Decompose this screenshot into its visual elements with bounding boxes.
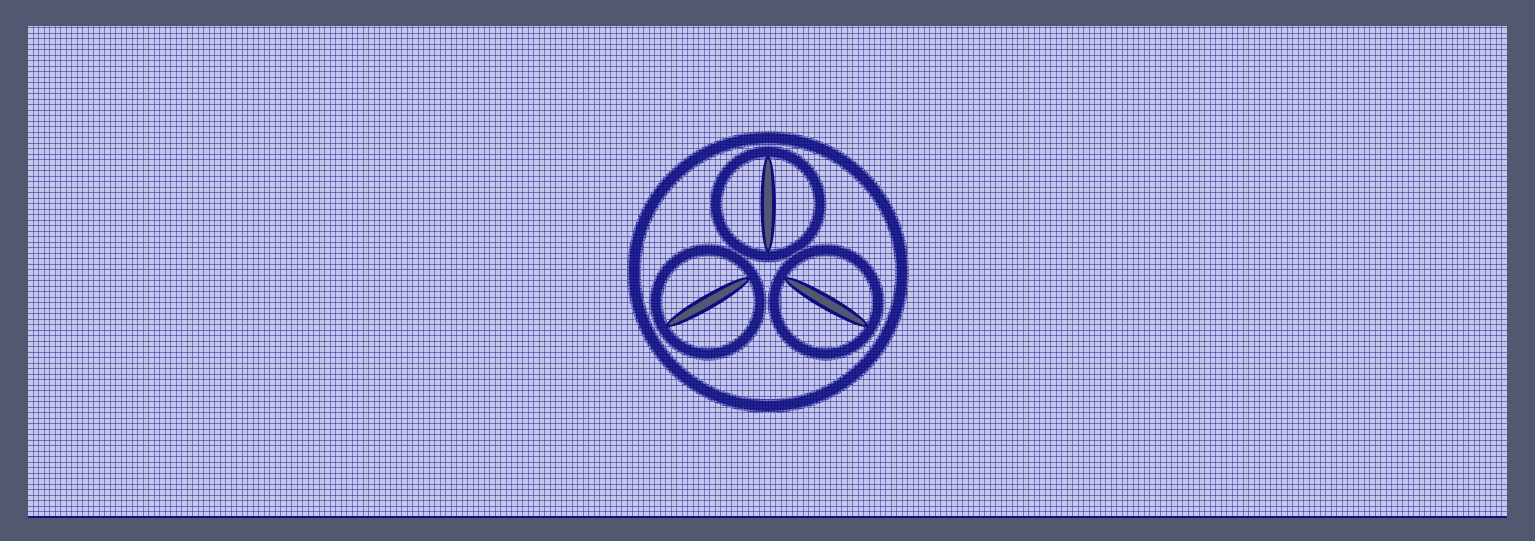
rotor-2 <box>649 243 767 361</box>
outer-refinement-ring <box>627 131 909 413</box>
blade <box>764 159 772 249</box>
mesh-domain <box>28 26 1507 517</box>
rotor-1 <box>709 145 827 263</box>
rotor-ring-core <box>651 245 765 359</box>
rotor-ring-core <box>711 147 825 261</box>
blade <box>668 279 748 325</box>
rotor-3 <box>767 243 885 361</box>
rotor-ring-core <box>769 245 883 359</box>
blade <box>786 279 866 325</box>
